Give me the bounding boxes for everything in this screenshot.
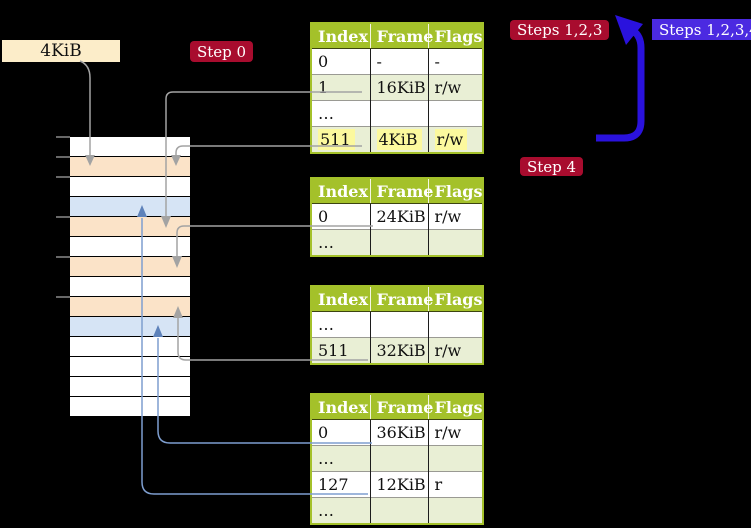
table-row: …: [311, 229, 483, 256]
column-header: Index: [311, 178, 370, 204]
table-cell: [369, 229, 428, 256]
column-header: Flags: [427, 394, 483, 420]
table-cell: -: [369, 48, 428, 75]
table-row: 511 4KiB r/w: [311, 126, 483, 153]
memory-ticks: [56, 136, 70, 298]
column-header: Frame: [369, 394, 433, 420]
table-cell: 511: [311, 337, 370, 364]
table-cell: 0: [311, 419, 370, 446]
table-cell: 511: [311, 126, 370, 153]
table-cell: …: [311, 497, 370, 524]
table-cell: 4KiB: [369, 126, 428, 153]
table-row: …: [311, 497, 483, 524]
table-row: …: [311, 100, 483, 127]
memory-frame-row: [70, 197, 190, 216]
table-cell: …: [311, 311, 370, 338]
table-cell: [369, 497, 428, 524]
table-row: …: [311, 445, 483, 472]
memory-frame-row: [70, 357, 190, 376]
table-cell: r/w: [427, 74, 483, 101]
physical-memory-strip: [70, 137, 190, 417]
table-cell: [369, 311, 428, 338]
table-cell: r/w: [427, 203, 483, 230]
highlighted-value: 511: [318, 129, 355, 150]
frame-size-label: 4KiB: [2, 40, 120, 62]
column-header: Flags: [427, 178, 483, 204]
table-cell: …: [311, 445, 370, 472]
highlighted-value: r/w: [434, 129, 468, 150]
table-cell: 36KiB: [369, 419, 428, 446]
memory-frame-row: [70, 317, 190, 336]
memory-frame-row: [70, 157, 190, 176]
table-row: 0--: [311, 48, 483, 75]
table-cell: 1: [311, 74, 370, 101]
table-cell: [369, 100, 428, 127]
table-cell: [427, 229, 483, 256]
table-cell: 24KiB: [369, 203, 428, 230]
column-header: Flags: [427, 286, 483, 312]
table-cell: 16KiB: [369, 74, 428, 101]
table-cell: r: [427, 471, 483, 498]
table-cell: [427, 445, 483, 472]
steps-123-badge: Steps 1,2,3: [510, 20, 610, 40]
memory-frame-row: [70, 337, 190, 356]
memory-frame-row: [70, 257, 190, 276]
table-cell: r/w: [427, 126, 483, 153]
memory-frame-row: [70, 237, 190, 256]
table-cell: …: [311, 100, 370, 127]
highlighted-value: 4KiB: [376, 129, 422, 150]
memory-frame-row: [70, 277, 190, 296]
memory-frame-row: [70, 377, 190, 396]
table-cell: [369, 445, 428, 472]
column-header: Frame: [369, 23, 433, 49]
column-header: Frame: [369, 178, 433, 204]
table-cell: 12KiB: [369, 471, 428, 498]
table-cell: 0: [311, 48, 370, 75]
column-header: Index: [311, 23, 370, 49]
memory-frame-row: [70, 397, 190, 416]
memory-frame-row: [70, 177, 190, 196]
steps-flow-arrow-shaft: [596, 25, 645, 142]
column-header: Index: [311, 394, 370, 420]
column-header: Frame: [369, 286, 433, 312]
table-cell: 32KiB: [369, 337, 428, 364]
table-row: …: [311, 311, 483, 338]
table-cell: [427, 100, 483, 127]
column-header: Index: [311, 286, 370, 312]
column-header: Flags: [427, 23, 483, 49]
step4-badge: Step 4: [520, 157, 584, 176]
table-cell: …: [311, 229, 370, 256]
table-cell: -: [427, 48, 483, 75]
table-cell: r/w: [427, 337, 483, 364]
steps-flow-arrow-head: [615, 15, 643, 45]
table-cell: 0: [311, 203, 370, 230]
step0-badge: Step 0: [190, 41, 254, 62]
memory-frame-row: [70, 217, 190, 236]
table-cell: 127: [311, 471, 370, 498]
table-cell: r/w: [427, 419, 483, 446]
memory-frame-row: [70, 137, 190, 156]
steps-1234-badge: Steps 1,2,3,4: [652, 19, 751, 40]
table-cell: [427, 497, 483, 524]
table-cell: [427, 311, 483, 338]
memory-frame-row: [70, 297, 190, 316]
